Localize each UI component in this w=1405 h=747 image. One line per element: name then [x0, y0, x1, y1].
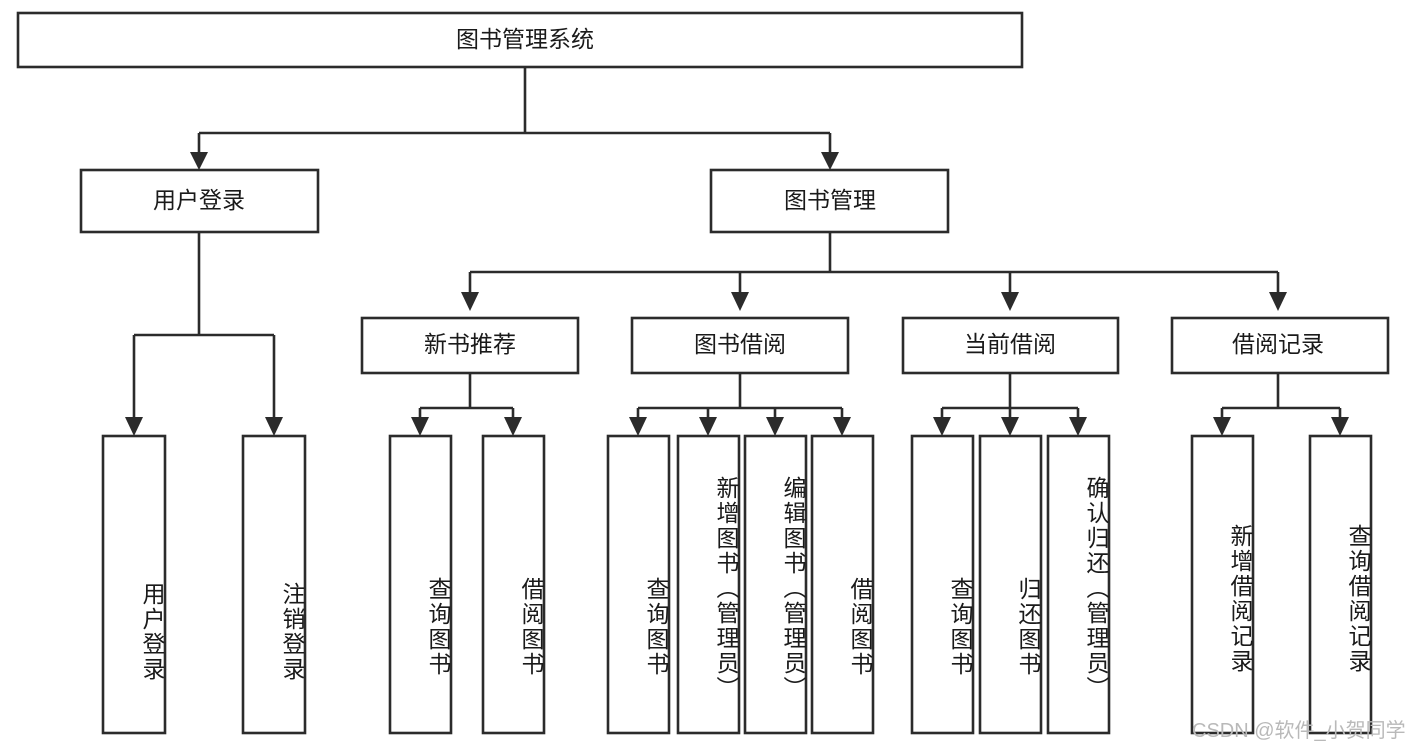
arrow-head-leaf-cb-3: [1069, 417, 1087, 436]
csdn-watermark: CSDN @软件_小贺同学: [1192, 720, 1405, 742]
node-leaf-cb-3[interactable]: [1046, 434, 1111, 735]
connector-group-current-borrow: [933, 373, 1087, 436]
node-book-borrow[interactable]: [630, 316, 850, 375]
node-root[interactable]: [16, 11, 1024, 69]
node-new-book-recommend-label: 新书推荐: [424, 331, 516, 357]
arrow-head-book-mgmt: [821, 152, 839, 170]
node-leaf-bb-2[interactable]: [676, 434, 741, 735]
node-leaf-br-1[interactable]: [1190, 434, 1255, 735]
node-leaf-bb-3[interactable]: [743, 434, 808, 735]
connector-group-user-login: [125, 232, 283, 436]
node-leaf-bb-1[interactable]: [606, 434, 671, 735]
node-book-borrow-label: 图书借阅: [694, 331, 786, 357]
arrow-head-leaf-user-login-2: [265, 417, 283, 436]
node-leaf-user-login-2[interactable]: [241, 434, 307, 735]
node-leaf-cb-1[interactable]: [910, 434, 975, 735]
connector-group-book-mgmt: [461, 232, 1287, 311]
node-current-borrow[interactable]: [901, 316, 1120, 375]
connector-group-borrow-record: [1213, 373, 1349, 436]
connector-group-new-book-recommend: [411, 373, 522, 436]
node-borrow-record-label: 借阅记录: [1232, 331, 1324, 357]
connector-group-book-borrow: [629, 373, 851, 436]
node-user-login[interactable]: [79, 168, 320, 234]
node-leaf-nbr-1[interactable]: [388, 434, 453, 735]
arrow-head-current-borrow: [1001, 292, 1019, 311]
arrow-head-leaf-bb-2: [699, 417, 717, 436]
arrow-head-borrow-record: [1269, 292, 1287, 311]
arrow-head-book-borrow: [731, 292, 749, 311]
arrow-head-new-book-recommend: [461, 292, 479, 311]
arrow-head-leaf-user-login-1: [125, 417, 143, 436]
arrow-head-leaf-nbr-1: [411, 417, 429, 436]
node-leaf-nbr-2[interactable]: [481, 434, 546, 735]
node-leaf-cb-2[interactable]: [978, 434, 1043, 735]
arrow-head-leaf-bb-3: [766, 417, 784, 436]
node-book-management[interactable]: [709, 168, 950, 234]
node-book-management-label: 图书管理: [784, 187, 876, 213]
arrow-head-leaf-bb-1: [629, 417, 647, 436]
arrow-head-leaf-br-2: [1331, 417, 1349, 436]
node-leaf-bb-4[interactable]: [810, 434, 875, 735]
arrow-head-user-login: [190, 152, 208, 170]
arrow-head-leaf-bb-4: [833, 417, 851, 436]
node-leaf-br-2[interactable]: [1308, 434, 1373, 735]
node-borrow-record[interactable]: [1170, 316, 1390, 375]
node-user-login-label: 用户登录: [153, 187, 245, 213]
node-root-label: 图书管理系统: [456, 26, 594, 52]
node-new-book-recommend[interactable]: [360, 316, 580, 375]
node-leaf-user-login-1[interactable]: [101, 434, 167, 735]
arrow-head-leaf-nbr-2: [504, 417, 522, 436]
arrow-head-leaf-cb-1: [933, 417, 951, 436]
node-current-borrow-label: 当前借阅: [964, 331, 1056, 357]
connector-group-root: [190, 67, 839, 170]
arrow-head-leaf-br-1: [1213, 417, 1231, 436]
arrow-head-leaf-cb-2: [1001, 417, 1019, 436]
